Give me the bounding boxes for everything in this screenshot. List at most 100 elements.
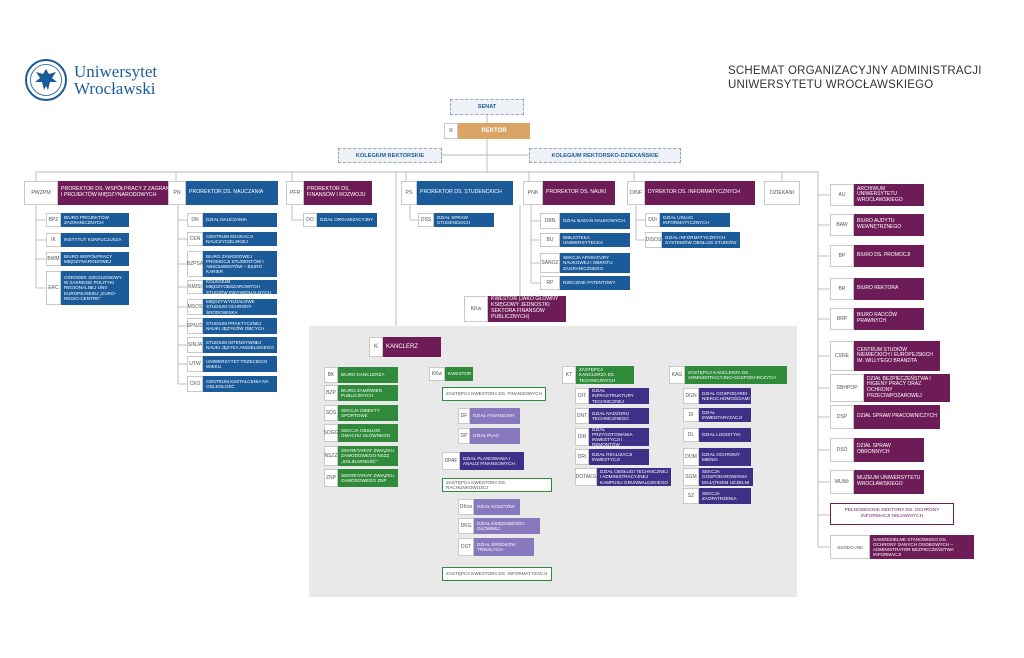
- pnk-unit-3-label: RZECZNIK PATENTOWY: [560, 276, 630, 290]
- kt-unit-4-label: DZIAŁ OBSŁUGI TECHNICZNEJ I ADMINISTRACY…: [597, 468, 671, 486]
- pwzpm-unit-0-label: BIURO PROJEKTÓW ZAGRANICZNYCH: [61, 213, 129, 227]
- dzial-finansowy-code: DF: [458, 408, 470, 424]
- prorector-pnk-code: PNK: [523, 181, 543, 205]
- pn-unit-8-code: CKO: [187, 376, 203, 392]
- pwzpm-unit-0-code: BPZ: [46, 213, 61, 227]
- kt-unit-4-code: DOTAKG: [575, 468, 597, 486]
- kag-unit-3-label: DZIAŁ OCHRONY MIENIA: [699, 448, 751, 466]
- kag-unit-2-code: DL: [683, 428, 699, 442]
- prorector-pn-label: PROREKTOR DS. NAUCZANIA: [186, 181, 278, 205]
- kt-unit-3-label: DZIAŁ REALIZACJI INWESTYCJI: [589, 449, 649, 465]
- zastepca-kwestora-rachunkowosc: ZASTĘPCA KWESTORA DS. RACHUNKOWOŚCI: [442, 478, 552, 492]
- right-unit-1-label: BIURO AUDYTU WEWNĘTRZNEGO: [854, 214, 924, 236]
- dzial-plac-label: DZIAŁ PŁAC: [470, 428, 520, 444]
- pn-unit-0-code: DN: [187, 213, 203, 227]
- kt-unit-2-code: DIR: [575, 428, 589, 446]
- kt-unit-0-code: DIT: [575, 388, 589, 404]
- right-unit-4-label: BIURO RADCÓW PRAWNYCH: [854, 308, 924, 330]
- ps-unit-0-code: DSS: [418, 213, 434, 227]
- kanclerz-unit-0-label: BIURO KANCLERZA: [338, 367, 398, 383]
- ps-unit-0-label: DZIAŁ SPRAW STUDENCKICH: [434, 213, 494, 227]
- prorector-pn-code: PN: [168, 181, 186, 205]
- dinf-unit-0-code: DUI: [645, 213, 660, 227]
- right-unit-5-code: CSNE: [830, 341, 854, 371]
- kt-unit-1-code: DNT: [575, 408, 589, 424]
- zastepca-kwestora-informatyzacja: ZASTĘPCA KWESTORA DS. INFORMATYZACJI: [442, 567, 552, 581]
- kanclerz-unit-1-code: BZP: [324, 385, 338, 401]
- rektor-code: R: [444, 123, 458, 139]
- dzial-planowania-code: DPAF: [442, 452, 460, 470]
- dzial-planowania-label: DZIAŁ PLANOWANIA I ANALIZ FINANSOWYCH: [460, 452, 524, 470]
- pn-unit-3-label: KOLEGIUM MIĘDZYOBSZAROWYCH STUDIÓW INDYW…: [203, 280, 277, 294]
- chart-title-line2: UNIWERSYTETU WROCŁAWSKIEGO: [728, 79, 934, 91]
- university-name-line1: Uniwersytet: [74, 62, 158, 81]
- right-unit-11-code: SSODO-ABI: [830, 535, 870, 559]
- pn-unit-4-code: MSOS: [187, 299, 203, 315]
- pn-unit-8-label: CENTRUM KSZTAŁCENIA NA ODLEGŁOŚĆ: [203, 376, 277, 392]
- dzial-ksiegowosci-label: DZIAŁ KSIĘGOWOŚCI GŁÓWNEJ: [474, 518, 540, 534]
- kanclerz-unit-1-label: BIURO ZAMÓWIEŃ PUBLICZNYCH: [338, 385, 398, 401]
- pnk-unit-1-label: BIBLIOTEKA UNIWERSYTECKA: [560, 233, 630, 247]
- pn-unit-0-label: DZIAŁ NAUCZANIA: [203, 213, 277, 227]
- kag-unit-3-code: DOM: [683, 448, 699, 466]
- kag-unit-5-label: SEKCJA ZAOPATRZENIA: [699, 488, 751, 504]
- eagle-emblem-icon: [25, 59, 67, 101]
- kt-unit-0-label: DZIAŁ INFRASTRUKTURY TECHNICZNEJ: [589, 388, 649, 404]
- kwestor-main-code: KKw: [464, 296, 488, 322]
- kanclerz-unit-0-code: BK: [324, 367, 338, 383]
- pnk-unit-1-code: BU: [540, 233, 560, 247]
- dzial-ksiegowosci-code: DKG: [458, 518, 474, 534]
- kanclerz-unit-3-code: SOGG: [324, 424, 339, 442]
- kag-unit-5-code: SZ: [683, 488, 699, 504]
- dinf-unit-1-code: DISOS: [645, 232, 662, 248]
- prorector-pnk-label: PROREKTOR DS. NAUKI: [543, 181, 615, 205]
- right-unit-3-label: BIURO REKTORA: [854, 278, 924, 300]
- kag-unit-1-code: DI: [683, 408, 699, 422]
- pn-unit-4-label: MIĘDZYWYDZIAŁOWE STUDIUM OCHRONY ŚRODOWI…: [203, 299, 277, 315]
- pfr-unit-0-code: DO: [303, 213, 317, 227]
- pn-unit-7-code: UTW: [187, 356, 203, 372]
- kanclerz-unit-2-label: SEKCJA OBIEKTY SPORTOWE: [338, 405, 398, 421]
- university-name-line2: Wrocławski: [74, 79, 156, 98]
- pnk-unit-2-label: SEKCJA APARATURY NAUKOWEJ I OBROTU ZAGRA…: [560, 253, 630, 273]
- zastepca-kanclerza-kag-code: KAG: [669, 366, 685, 384]
- right-unit-8-label: DZIAŁ SPRAW OBRONNYCH: [854, 438, 924, 462]
- pn-unit-6-code: SINJA: [187, 337, 203, 353]
- right-unit-4-code: BRP: [830, 308, 854, 330]
- kag-unit-1-label: DZIAŁ INWENTARYZACJI: [699, 408, 751, 422]
- pn-unit-1-code: CEN: [187, 232, 203, 246]
- rektor-box: R REKTOR: [444, 123, 530, 139]
- right-unit-1-code: BAW: [830, 214, 854, 236]
- pwzpm-unit-1-code: IK: [46, 233, 61, 247]
- right-unit-5-label: CENTRUM STUDIÓW NIEMIECKICH I EUROPEJSKI…: [854, 341, 940, 371]
- pnk-unit-2-code: SANOZ: [540, 253, 560, 273]
